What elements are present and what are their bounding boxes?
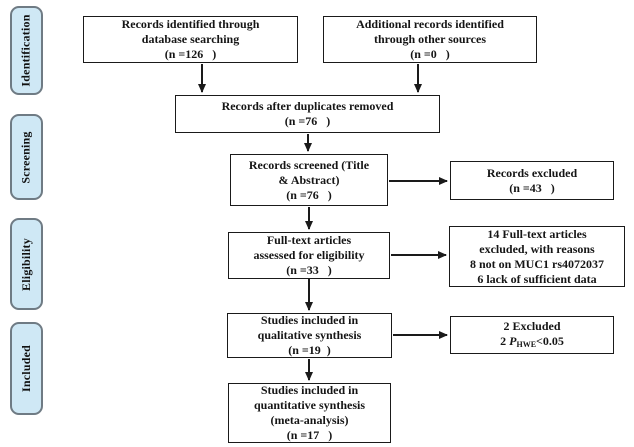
box-records-screened: Records screened (Title & Abstract) (n =… (230, 154, 388, 206)
box-fulltext-assessed: Full-text articles assessed for eligibil… (228, 232, 390, 279)
box-duplicates-removed: Records after duplicates removed (n =76 … (175, 95, 440, 133)
box-hwe-excluded: 2 Excluded 2 PHWE<0.05 (450, 316, 614, 354)
box-duplicates-removed-text: Records after duplicates removed (n =76 … (221, 99, 394, 128)
hwe-p-symbol: P (509, 333, 517, 348)
box-qualitative-synthesis-text: Studies included in qualitative synthesi… (257, 313, 362, 357)
stage-identification: Identification (10, 6, 43, 95)
stage-screening: Screening (10, 114, 43, 200)
hwe-excluded-line1: 2 Excluded (503, 318, 561, 333)
box-records-identified-text: Records identified through database sear… (121, 17, 260, 61)
box-fulltext-excluded-text: 14 Full-text articles excluded, with rea… (470, 226, 604, 286)
box-records-identified: Records identified through database sear… (83, 16, 298, 63)
stage-screening-label: Screening (19, 130, 33, 184)
box-records-excluded: Records excluded (n =43 ) (450, 161, 614, 200)
stage-identification-label: Identification (19, 14, 34, 87)
hwe-excluded-line2-rest: <0.05 (536, 333, 564, 348)
hwe-excluded-line2-prefix: 2 (500, 333, 510, 348)
box-quantitative-synthesis-text: Studies included in quantitative synthes… (253, 383, 366, 442)
box-fulltext-excluded: 14 Full-text articles excluded, with rea… (449, 226, 625, 287)
stage-included: Included (10, 322, 43, 415)
box-quantitative-synthesis: Studies included in quantitative synthes… (228, 383, 391, 443)
stage-eligibility: Eligibility (10, 218, 43, 310)
stage-eligibility-label: Eligibility (19, 237, 34, 291)
box-fulltext-assessed-text: Full-text articles assessed for eligibil… (253, 233, 365, 277)
box-additional-records-text: Additional records identified through ot… (356, 17, 504, 61)
hwe-subscript: HWE (516, 339, 537, 349)
box-hwe-excluded-text: 2 Excluded 2 PHWE<0.05 (500, 319, 564, 352)
box-additional-records: Additional records identified through ot… (323, 16, 537, 63)
box-records-excluded-text: Records excluded (n =43 ) (486, 165, 578, 195)
box-qualitative-synthesis: Studies included in qualitative synthesi… (227, 313, 392, 358)
box-records-screened-text: Records screened (Title & Abstract) (n =… (248, 157, 370, 202)
stage-included-label: Included (19, 345, 34, 392)
